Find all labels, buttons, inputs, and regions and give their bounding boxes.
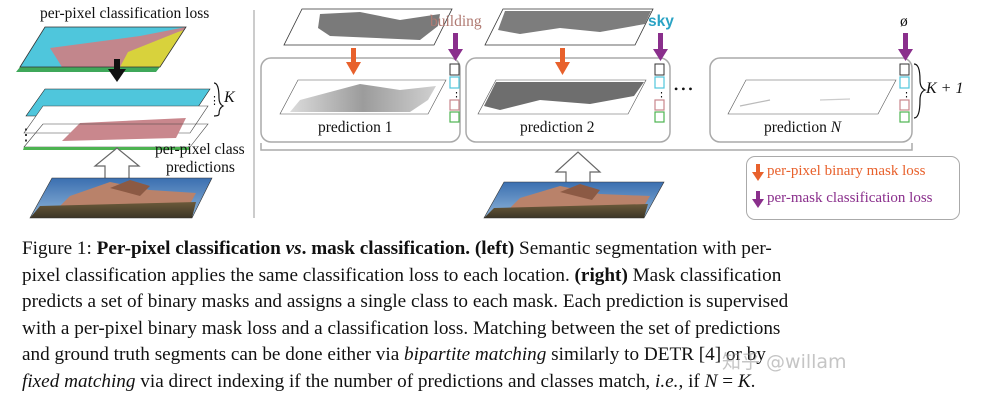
svg-text:⋮: ⋮ bbox=[901, 91, 912, 103]
legend-orange-arrow bbox=[752, 164, 764, 181]
orange-arrow-2 bbox=[555, 48, 570, 75]
right-up-arrow bbox=[554, 151, 602, 187]
left-title: per-pixel classification loss bbox=[40, 5, 210, 22]
caption-line-4: with a per-pixel binary mask loss and a … bbox=[22, 317, 781, 339]
caption-line-5: and ground truth segments can be done ei… bbox=[22, 344, 766, 365]
purple-arrow-empty bbox=[898, 33, 913, 61]
figure: ⋮ ⋮ bbox=[16, 5, 964, 220]
class-column-2: ⋮ bbox=[654, 63, 667, 123]
prediction-label-1: prediction 1 bbox=[318, 119, 393, 136]
class-label-empty: ø bbox=[900, 13, 908, 30]
class-label-sky: sky bbox=[648, 13, 674, 30]
left-up-arrow bbox=[93, 147, 141, 181]
pred-mask-2 bbox=[477, 79, 647, 115]
caption-line-2: pixel classification applies the same cl… bbox=[22, 264, 782, 286]
gt-mask-sky bbox=[484, 8, 654, 46]
caption-line-3: predicts a set of binary masks and assig… bbox=[22, 291, 789, 312]
class-label-building: building bbox=[430, 13, 482, 30]
caption-line-1: Figure 1: Per-pixel classification vs. m… bbox=[22, 238, 772, 259]
k-label: K bbox=[224, 89, 235, 106]
pred-mask-n bbox=[727, 79, 897, 115]
class-column-n: ⋮ bbox=[899, 63, 912, 123]
left-prediction-stack: ⋮ ⋮ bbox=[18, 82, 225, 150]
predictions-label-line2: predictions bbox=[166, 159, 235, 176]
legend-classification-loss: per-mask classification loss bbox=[767, 190, 933, 206]
left-input-image bbox=[29, 177, 213, 219]
svg-text:⋮: ⋮ bbox=[451, 91, 462, 103]
legend-purple-arrow bbox=[752, 191, 764, 208]
legend: per-pixel binary mask loss per-mask clas… bbox=[746, 156, 960, 220]
left-down-arrow bbox=[108, 59, 126, 82]
legend-binary-mask-loss: per-pixel binary mask loss bbox=[767, 163, 926, 179]
predictions-ellipsis: ••• bbox=[674, 82, 696, 96]
prediction-label-n: prediction N bbox=[764, 119, 842, 136]
class-column-1: ⋮ bbox=[449, 63, 462, 123]
k-plus-one-label: K + 1 bbox=[926, 80, 964, 97]
figure-graphic: ⋮ ⋮ bbox=[16, 8, 927, 219]
predictions-bracket bbox=[260, 143, 913, 151]
pred-mask-1 bbox=[279, 79, 447, 115]
svg-text:⋮: ⋮ bbox=[209, 95, 220, 107]
right-input-image bbox=[483, 181, 665, 219]
watermark: 知乎 @willam bbox=[722, 351, 847, 373]
svg-text:⋮: ⋮ bbox=[656, 91, 667, 103]
figure-caption: Figure 1: Per-pixel classification vs. m… bbox=[22, 236, 968, 395]
k-plus-one-brace bbox=[913, 63, 927, 119]
orange-arrow-1 bbox=[346, 48, 361, 75]
purple-arrow-building bbox=[448, 33, 463, 61]
left-loss-map bbox=[16, 26, 187, 72]
svg-text:⋮: ⋮ bbox=[18, 127, 34, 144]
predictions-label-line1: per-pixel class bbox=[155, 141, 245, 158]
prediction-label-2: prediction 2 bbox=[520, 119, 595, 136]
purple-arrow-sky bbox=[653, 33, 668, 61]
gt-mask-building bbox=[283, 8, 453, 46]
caption-line-6: fixed matching via direct indexing if th… bbox=[22, 370, 756, 392]
